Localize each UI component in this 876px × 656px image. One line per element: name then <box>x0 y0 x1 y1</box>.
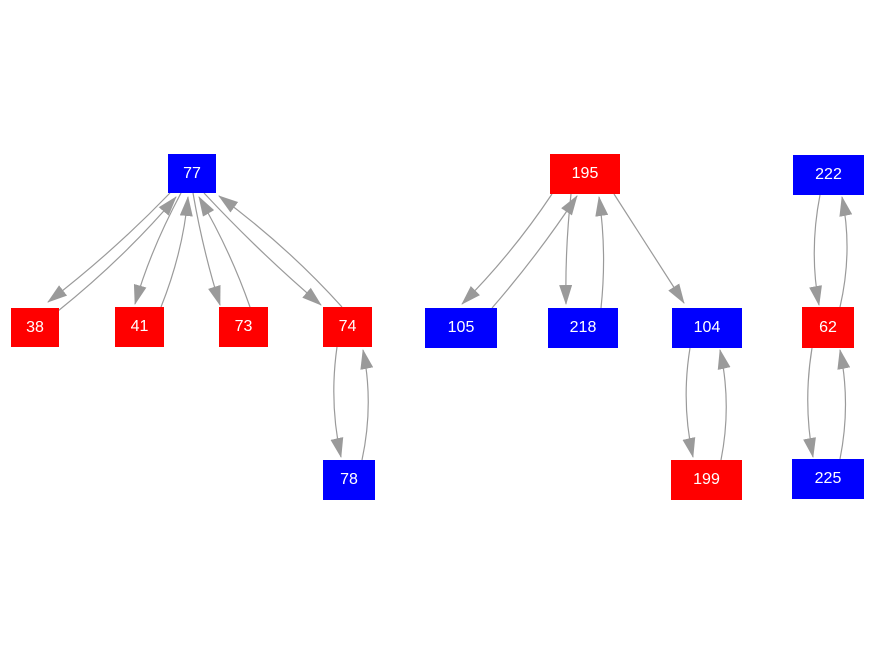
graph-edge-74-to-77 <box>218 195 343 308</box>
graph-node-77: 77 <box>168 154 216 193</box>
graph-edge-218-to-195 <box>595 196 609 309</box>
graph-edge-73-to-77 <box>198 196 251 308</box>
graph-edge-77-to-38 <box>47 192 171 303</box>
graph-node-104: 104 <box>672 308 742 348</box>
graph-edge-77-to-74 <box>203 192 322 306</box>
graph-edge-62-to-222 <box>839 196 853 308</box>
graph-edge-62-to-225 <box>803 347 816 458</box>
graph-edge-195-to-105 <box>461 193 553 305</box>
graph-edge-104-to-199 <box>682 347 696 458</box>
graph-edge-195-to-104 <box>613 193 685 304</box>
graph-node-222: 222 <box>793 155 864 195</box>
graph-node-74: 74 <box>323 307 372 347</box>
graph-node-78: 78 <box>323 460 375 500</box>
edge-group <box>47 192 853 461</box>
graph-edge-222-to-62 <box>809 194 822 306</box>
graph-node-38: 38 <box>11 308 59 347</box>
graph-node-199: 199 <box>671 460 742 500</box>
graph-edge-77-to-73 <box>192 192 221 306</box>
graph-edge-105-to-195 <box>491 195 578 309</box>
graph-edge-225-to-62 <box>837 349 851 460</box>
graph-edge-74-to-78 <box>330 346 344 458</box>
graph-node-41: 41 <box>115 307 164 347</box>
graph-node-73: 73 <box>219 307 268 347</box>
graph-edge-195-to-218 <box>559 193 573 305</box>
graph-edge-199-to-104 <box>717 349 731 461</box>
graph-node-62: 62 <box>802 307 854 348</box>
graph-node-218: 218 <box>548 308 618 348</box>
graph-edge-77-to-41 <box>133 192 182 305</box>
graph-edge-38-to-77 <box>57 196 177 312</box>
graph-node-105: 105 <box>425 308 497 348</box>
graph-node-225: 225 <box>792 459 864 499</box>
graph-edge-78-to-74 <box>360 349 374 461</box>
graph-edge-41-to-77 <box>160 196 193 308</box>
graph-node-195: 195 <box>550 154 620 194</box>
